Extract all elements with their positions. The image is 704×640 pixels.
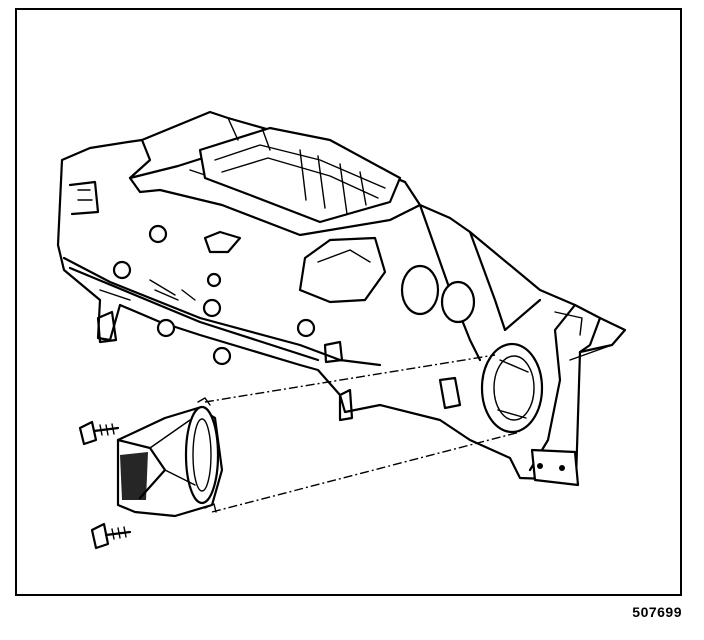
upper-screw [78,420,120,446]
figure-number: 507699 [632,604,682,620]
instrument-panel-carrier [56,110,627,487]
lower-alignment-line [211,431,521,513]
blower-outlet-duct [116,397,224,518]
lower-screw [90,522,132,550]
upper-alignment-line [204,354,496,403]
